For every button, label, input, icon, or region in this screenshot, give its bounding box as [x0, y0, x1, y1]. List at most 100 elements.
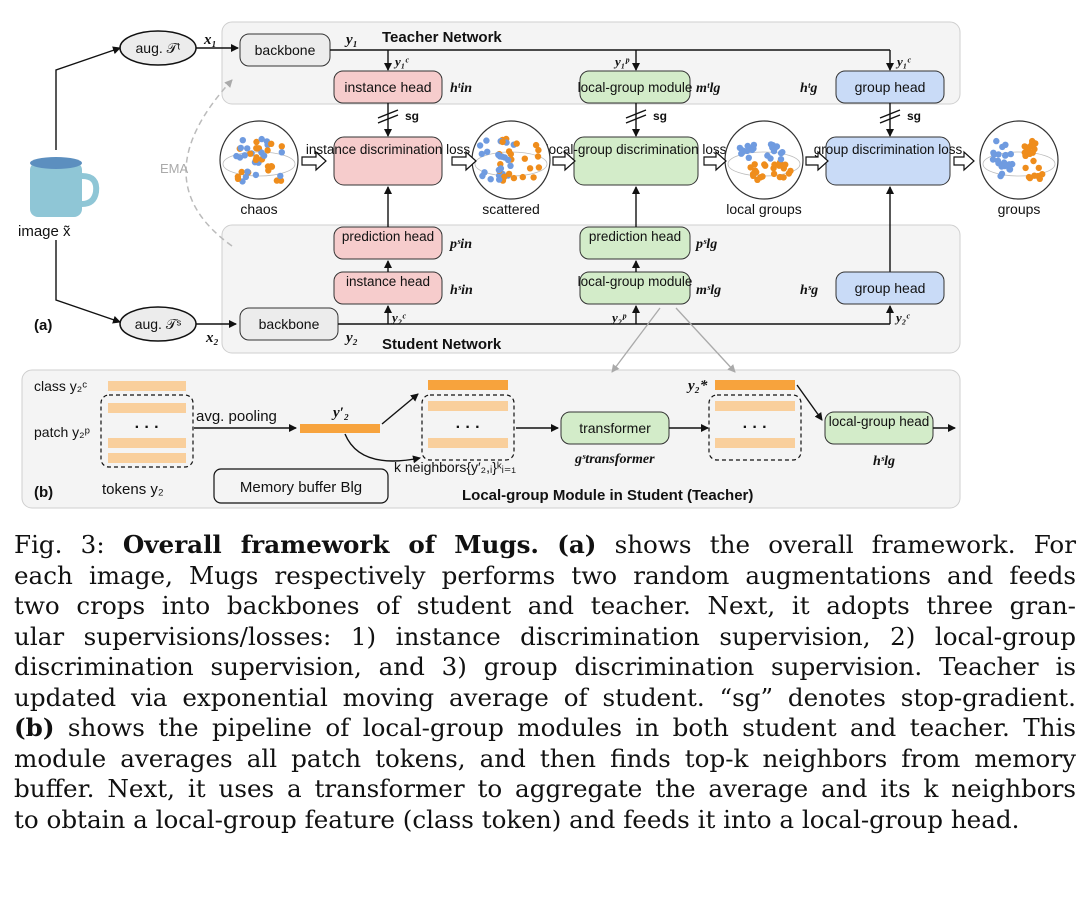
patch-token-bar-3	[108, 453, 186, 463]
h-lg-s-label: hˢlg	[873, 454, 895, 469]
sg-mark-local-group-2	[625, 114, 647, 124]
y2c-right-label: y₂ᶜ	[894, 310, 910, 325]
caption-fig-label: Fig. 3:	[14, 530, 105, 559]
cluster-point	[254, 145, 261, 152]
cluster-point	[273, 177, 281, 184]
sg-label-1: sg	[405, 109, 419, 123]
cluster-point	[479, 172, 486, 180]
cluster-point	[499, 138, 506, 146]
arrow-to-local-group-head	[796, 384, 823, 421]
x2-label: x₂	[205, 330, 219, 346]
cluster-point	[521, 155, 528, 162]
caption-line-8: module averages all patch tokens, and th…	[14, 743, 1076, 773]
arrow-image-to-aug-student	[55, 240, 121, 324]
prediction-head-lg-label: prediction head	[589, 229, 681, 244]
cluster-point	[993, 137, 1000, 145]
mug-icon	[30, 157, 100, 217]
caption-title: Overall framework of Mugs	[122, 530, 531, 559]
cluster-point	[771, 145, 778, 152]
cluster-point	[247, 150, 254, 157]
avg-pooling-label: avg. pooling	[196, 408, 277, 425]
prediction-head-in-label: prediction head	[342, 229, 434, 244]
cluster-point	[234, 175, 242, 182]
student-instance-head-label: instance head	[346, 274, 430, 289]
cluster-point	[278, 143, 285, 150]
cluster-point	[260, 152, 268, 159]
p-lg-s-label: pˢlg	[695, 237, 717, 252]
prediction-head-lg-box	[579, 226, 691, 260]
cluster-point	[749, 170, 757, 178]
cluster-point	[1035, 164, 1043, 172]
cluster-point	[532, 141, 540, 149]
cluster-point	[1025, 173, 1033, 181]
cluster-point	[764, 152, 771, 159]
cluster-point	[1021, 149, 1028, 156]
cluster-point	[745, 154, 752, 161]
cluster-point	[265, 167, 272, 174]
cluster-circle-2	[724, 120, 804, 200]
sg-label-3: sg	[907, 109, 921, 123]
caption-line-5: discrimination supervision, and 3) group…	[14, 652, 1076, 681]
sg-mark-group-1	[879, 109, 901, 119]
zoom-arrow-left	[611, 307, 661, 373]
module-title: Local-group Module in Student (Teacher)	[462, 487, 753, 504]
arrow-y2prime-up	[381, 393, 419, 425]
state-local-groups-label: local groups	[726, 201, 802, 217]
caption-a-marker: (a)	[557, 530, 597, 559]
cluster-point	[990, 149, 997, 156]
hollow-arrow-1	[301, 150, 327, 172]
cluster-point	[244, 145, 251, 152]
cluster-point	[519, 173, 526, 181]
cluster-point	[759, 173, 766, 180]
patch-dots: · · ·	[135, 419, 160, 436]
y2-star-label: y₂*	[686, 378, 708, 394]
cluster-point	[1006, 166, 1014, 173]
cluster-point	[513, 140, 520, 147]
cluster-point	[1031, 172, 1038, 179]
tokens-label: tokens y₂	[102, 481, 164, 498]
hollow-arrow-2	[451, 150, 477, 172]
cluster-point	[785, 170, 793, 177]
aug-teacher-label: aug. 𝒯ᵗ	[136, 40, 181, 56]
cluster-point	[507, 162, 514, 169]
cluster-point	[750, 145, 757, 152]
cluster-visualizations	[219, 120, 1059, 200]
cluster-point	[253, 154, 260, 161]
cluster-point	[278, 149, 285, 156]
cluster-point	[476, 142, 484, 149]
state-chaos-label: chaos	[240, 201, 277, 217]
cluster-point	[253, 138, 260, 146]
teacher-backbone-label: backbone	[255, 42, 316, 58]
output-token-bar-2	[715, 438, 795, 448]
patch-token-label: patch y₂ᵖ	[34, 424, 90, 440]
m-lg-t-label: mᵗlg	[696, 81, 720, 96]
panel-a-label: (a)	[34, 317, 52, 334]
class-token-label: class y₂ᶜ	[34, 378, 87, 394]
y1c-label: y₁ᶜ	[393, 54, 409, 69]
cluster-point	[777, 156, 785, 163]
cluster-point	[277, 172, 284, 180]
cluster-point	[233, 152, 240, 160]
cluster-point	[1032, 140, 1039, 147]
y2-prime-label: y′₂	[331, 405, 349, 421]
framework-diagram: image x̃ aug. 𝒯ᵗ aug. 𝒯ˢ x₁ x₂ backbone …	[18, 21, 1059, 509]
ema-label: EMA	[160, 161, 189, 176]
cluster-point	[242, 173, 250, 181]
cluster-point	[754, 176, 761, 183]
state-groups-label: groups	[998, 201, 1041, 217]
cluster-point	[1007, 150, 1014, 158]
cluster-plane-3	[982, 151, 1056, 177]
cluster-point	[526, 165, 534, 172]
y2-prime-bar	[300, 424, 380, 433]
caption-line-6: updated via exponential moving average o…	[14, 682, 1076, 712]
hollow-flow-arrows	[301, 150, 975, 172]
h-in-s-label: hˢin	[450, 283, 473, 298]
y1-label: y₁	[344, 32, 358, 48]
transformer-label: transformer	[579, 420, 651, 436]
y2-label: y₂	[344, 330, 358, 346]
neighbor-token-bar-2	[428, 438, 508, 448]
cluster-point	[989, 156, 997, 163]
caption-line-7-text: shows the pipeline of local-group module…	[54, 713, 1076, 742]
sg-mark-instance-1	[377, 109, 399, 119]
cluster-point	[483, 137, 490, 144]
